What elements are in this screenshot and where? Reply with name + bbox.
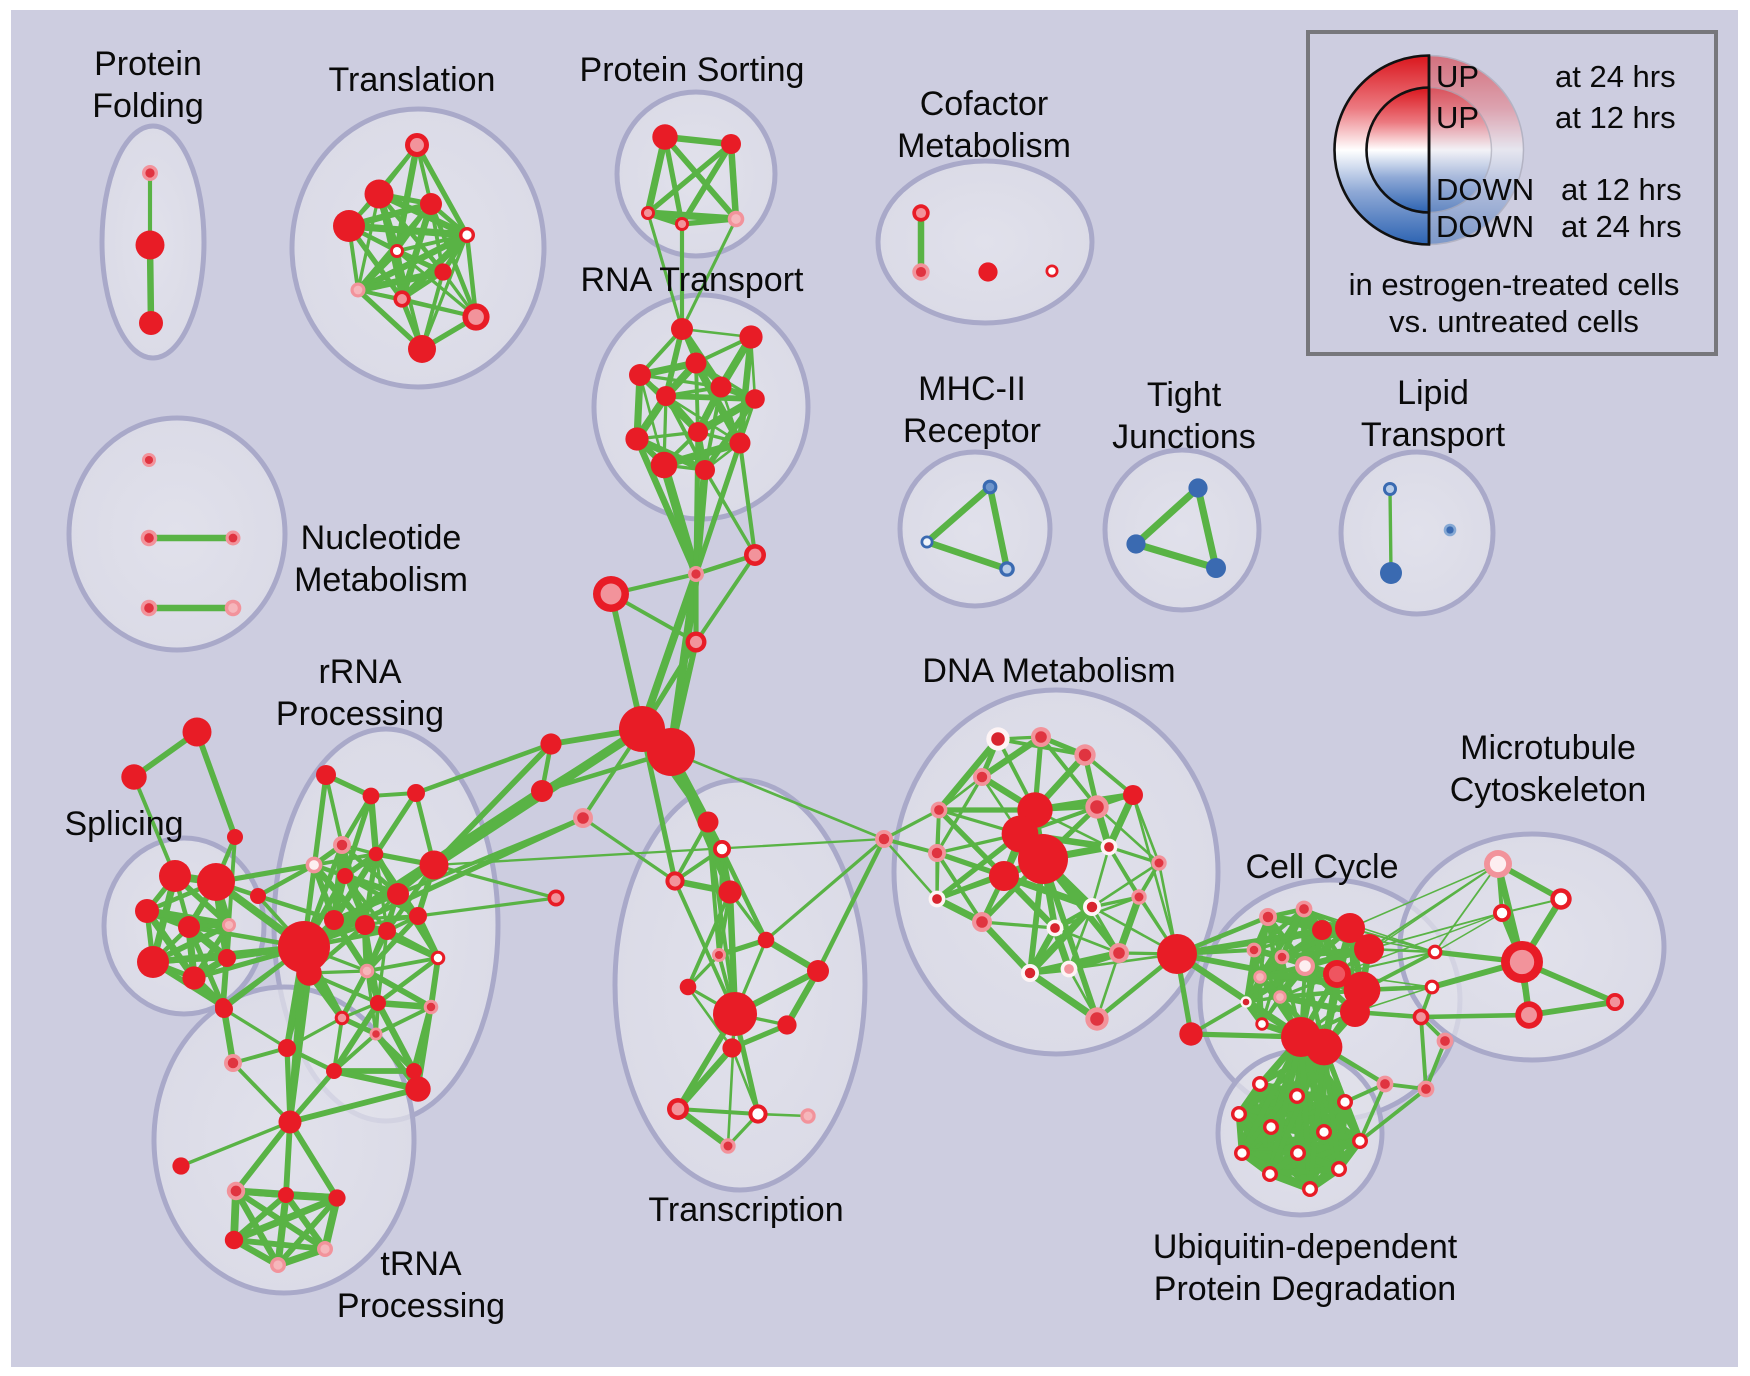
svg-text:at 12 hrs: at 12 hrs <box>1561 172 1682 207</box>
svg-text:Protein Sorting: Protein Sorting <box>580 51 805 89</box>
svg-text:Ubiquitin-dependent: Ubiquitin-dependent <box>1153 1228 1458 1266</box>
svg-text:Junctions: Junctions <box>1112 418 1256 456</box>
svg-text:Translation: Translation <box>329 61 496 99</box>
svg-text:Transcription: Transcription <box>648 1191 843 1229</box>
svg-text:DOWN: DOWN <box>1436 209 1534 244</box>
svg-text:UP: UP <box>1436 59 1479 94</box>
svg-text:Protein Degradation: Protein Degradation <box>1154 1270 1456 1308</box>
svg-text:Protein: Protein <box>94 45 202 83</box>
svg-text:Receptor: Receptor <box>903 412 1041 450</box>
svg-text:RNA Transport: RNA Transport <box>581 261 805 299</box>
svg-text:Metabolism: Metabolism <box>897 127 1071 165</box>
svg-text:Folding: Folding <box>92 87 204 125</box>
svg-text:vs. untreated cells: vs. untreated cells <box>1389 304 1639 339</box>
svg-text:tRNA: tRNA <box>380 1245 462 1283</box>
svg-text:in estrogen-treated cells: in estrogen-treated cells <box>1349 267 1680 302</box>
svg-text:Splicing: Splicing <box>64 805 183 843</box>
svg-text:Microtubule: Microtubule <box>1460 729 1636 767</box>
svg-text:Metabolism: Metabolism <box>294 561 468 599</box>
svg-text:UP: UP <box>1436 100 1479 135</box>
svg-text:Cytoskeleton: Cytoskeleton <box>1450 771 1647 809</box>
svg-text:at 24 hrs: at 24 hrs <box>1561 209 1682 244</box>
svg-text:at 12 hrs: at 12 hrs <box>1555 100 1676 135</box>
svg-text:DNA Metabolism: DNA Metabolism <box>922 652 1175 690</box>
svg-text:Cofactor: Cofactor <box>920 85 1049 123</box>
svg-text:Cell Cycle: Cell Cycle <box>1245 848 1398 886</box>
svg-text:Lipid: Lipid <box>1397 374 1469 412</box>
svg-text:DOWN: DOWN <box>1436 172 1534 207</box>
svg-text:Tight: Tight <box>1147 376 1222 414</box>
svg-text:at 24 hrs: at 24 hrs <box>1555 59 1676 94</box>
svg-text:rRNA: rRNA <box>318 653 401 691</box>
svg-text:Nucleotide: Nucleotide <box>301 519 462 557</box>
svg-text:Processing: Processing <box>276 695 444 733</box>
svg-text:Transport: Transport <box>1361 416 1506 454</box>
svg-text:MHC-II: MHC-II <box>918 370 1026 408</box>
svg-text:Processing: Processing <box>337 1287 505 1325</box>
